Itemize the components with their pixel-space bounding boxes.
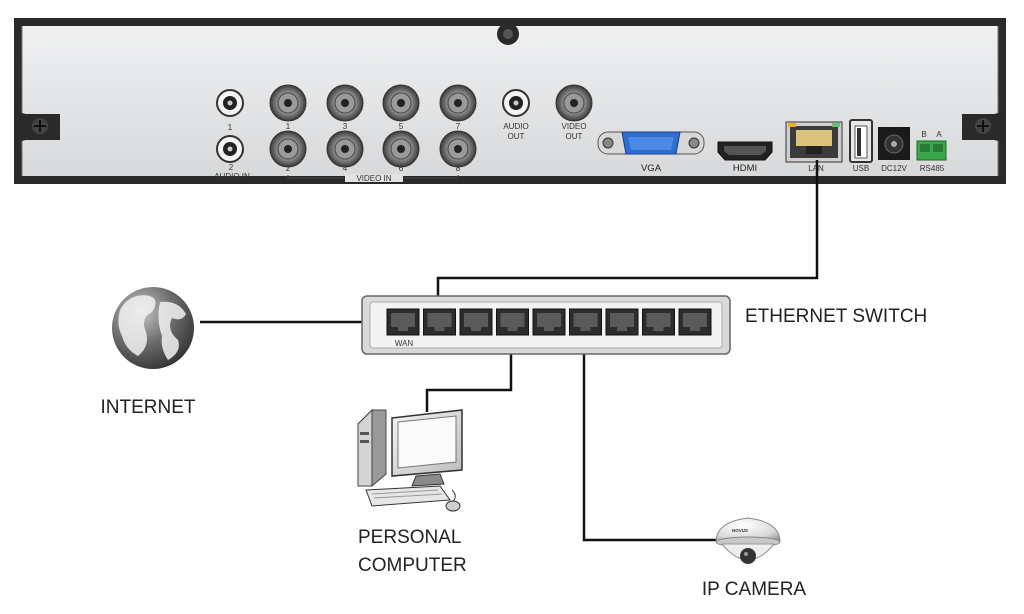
audio-in-label: AUDIO IN <box>214 172 250 181</box>
video-out-label-1: VIDEO <box>562 122 587 131</box>
video-in-7-label: 7 <box>456 122 461 131</box>
rs485-pin-b-label: B <box>921 130 926 139</box>
rs485-terminal[interactable] <box>916 140 947 161</box>
switch-port-7[interactable] <box>642 308 675 336</box>
audio-out-label-2: OUT <box>508 132 525 141</box>
dc12v-label: DC12V <box>881 164 907 173</box>
video-out-connector[interactable] <box>555 84 593 122</box>
video-in-1-label: 1 <box>286 122 291 131</box>
switch-port-2[interactable] <box>459 308 493 336</box>
usb-port[interactable] <box>849 119 873 163</box>
internet-label: INTERNET <box>101 397 196 418</box>
hdmi-label: HDMI <box>733 163 757 174</box>
switch-port-1[interactable] <box>423 308 456 336</box>
video-in-4-label: 4 <box>343 164 348 173</box>
switch-to-camera-cable <box>582 318 722 542</box>
switch-label: ETHERNET SWITCH <box>745 306 927 327</box>
video-in-label: VIDEO IN <box>356 174 391 183</box>
video-in-3-label: 3 <box>343 122 348 131</box>
audio-out-jack[interactable] <box>502 89 530 117</box>
video-in-connectors <box>269 84 477 168</box>
video-in-connector-5[interactable] <box>382 84 420 122</box>
rs485-label: RS485 <box>920 164 945 173</box>
video-in-connector-8[interactable] <box>439 130 477 168</box>
video-in-connector-6[interactable] <box>382 130 420 168</box>
video-out-label-2: OUT <box>566 132 583 141</box>
audio-in-2-label: 2 <box>229 163 234 172</box>
vga-port[interactable] <box>597 131 705 155</box>
video-in-6-label: 6 <box>399 164 404 173</box>
rs485-pin-a-label: A <box>936 130 942 139</box>
switch-port-8[interactable] <box>678 308 712 336</box>
usb-label: USB <box>853 164 869 173</box>
switch-port-wan[interactable] <box>386 308 420 336</box>
camera-label: IP CAMERA <box>702 579 807 600</box>
video-in-2-label: 2 <box>286 164 291 173</box>
audio-in-jack-1[interactable] <box>216 89 244 117</box>
camera-icon <box>715 517 781 564</box>
dc12v-port[interactable] <box>878 127 910 160</box>
video-in-port-labels: 1 3 5 7 2 4 6 8 <box>286 122 461 173</box>
switch-port-6[interactable] <box>605 308 639 336</box>
audio-in-jack-2[interactable] <box>216 135 244 163</box>
video-in-connector-2[interactable] <box>269 130 307 168</box>
video-in-connector-4[interactable] <box>326 130 364 168</box>
pc-label-line1: PERSONAL <box>358 527 461 548</box>
audio-out-label-1: AUDIO <box>503 122 528 131</box>
audio-in-1-label: 1 <box>228 123 233 132</box>
switch-port-3[interactable] <box>496 308 529 336</box>
video-in-8-label: 8 <box>456 164 461 173</box>
switch-port-4[interactable] <box>532 308 566 336</box>
pc-label-line2: COMPUTER <box>358 555 467 576</box>
camera-brand-logo: NOVUS <box>732 528 748 533</box>
wan-label: WAN <box>395 339 414 348</box>
computer-icon <box>357 408 463 512</box>
switch-port-5[interactable] <box>569 308 602 336</box>
lan-port[interactable] <box>785 121 843 163</box>
vga-label: VGA <box>641 163 662 174</box>
video-in-connector-7[interactable] <box>439 84 477 122</box>
globe-icon <box>112 287 194 369</box>
hdmi-port[interactable] <box>717 141 773 161</box>
switch-ports <box>386 308 712 336</box>
video-in-connector-1[interactable] <box>269 84 307 122</box>
video-in-connector-3[interactable] <box>326 84 364 122</box>
video-in-5-label: 5 <box>399 122 404 131</box>
